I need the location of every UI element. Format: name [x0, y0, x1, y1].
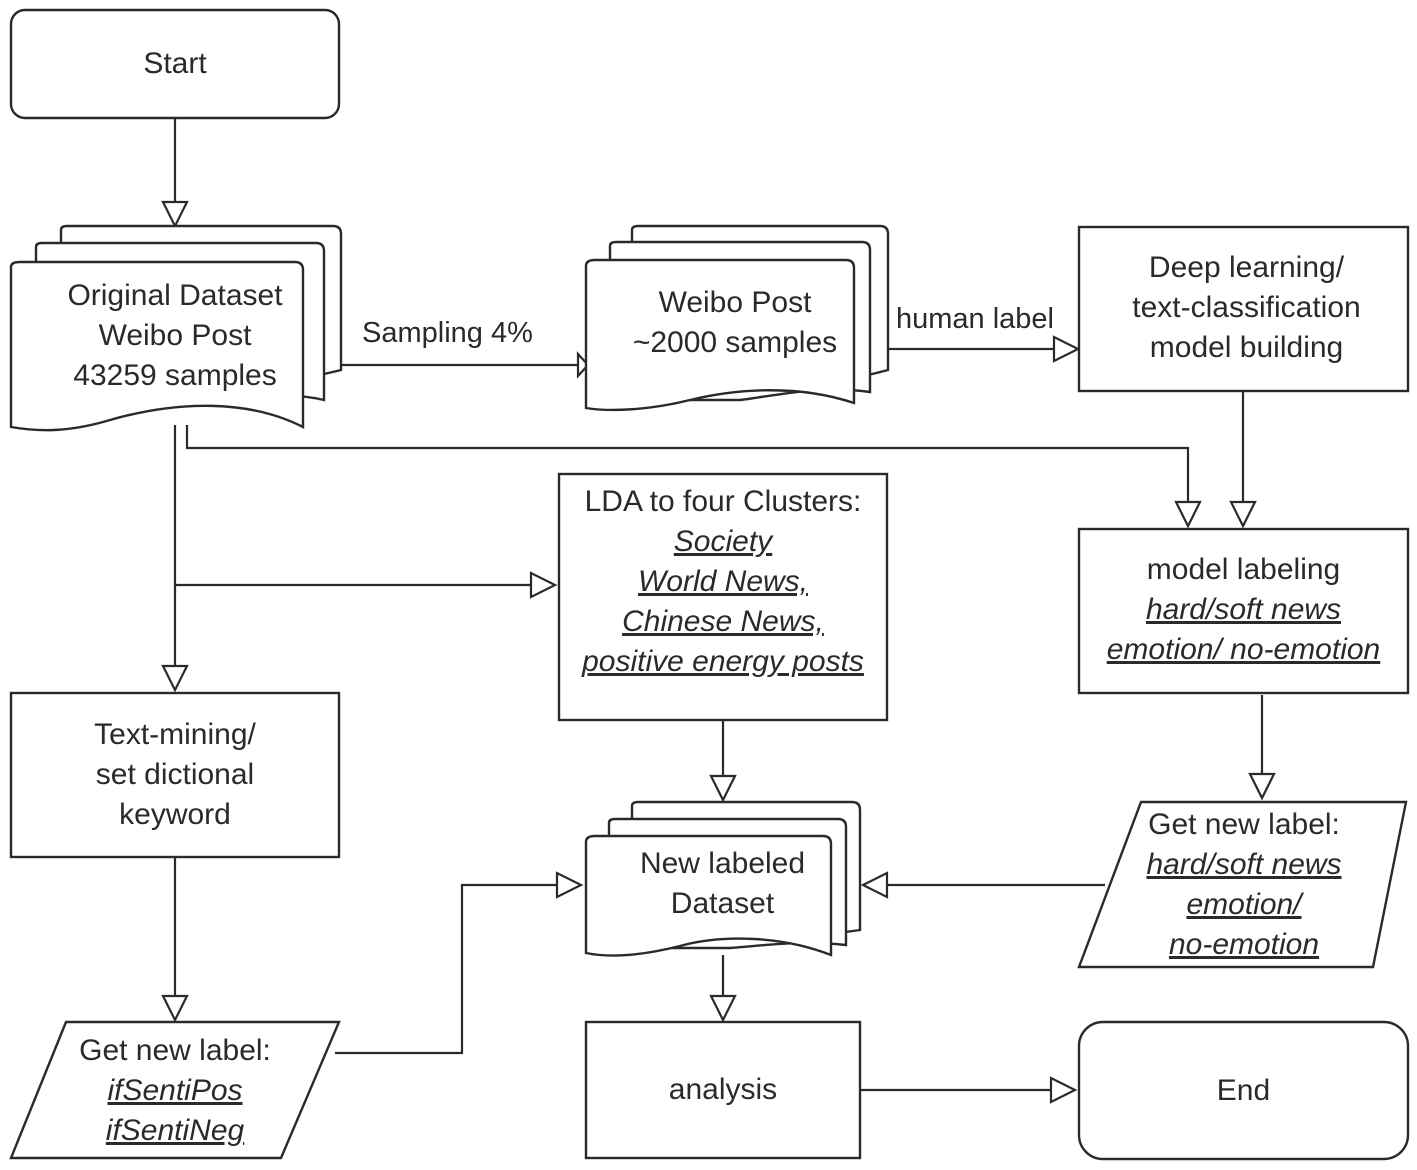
- model-labeling-item: hard/soft news: [1145, 593, 1342, 626]
- original-dataset-label: Original Dataset Weibo Post 43259 sample…: [67, 279, 283, 392]
- lda-cluster: World News,: [637, 565, 809, 598]
- model-labeling-label: model labeling hard/soft news emotion/ n…: [1079, 549, 1408, 671]
- start-node: [9, 8, 341, 120]
- arrowheads: [161, 200, 1276, 1104]
- deep-learning-label: Deep learning/ text-classification model…: [1132, 250, 1361, 364]
- get-label-right-title: Get new label:: [1148, 808, 1340, 841]
- get-label-right-item: no-emotion: [1168, 928, 1320, 961]
- lda-cluster: Society: [673, 525, 773, 558]
- end-label: End: [1216, 1073, 1271, 1107]
- arrowhead: [1174, 500, 1202, 529]
- arrowhead: [709, 774, 737, 803]
- get-label-left-title: Get new label:: [79, 1034, 271, 1067]
- model-labeling-node: [1077, 527, 1410, 695]
- get-label-right-item: hard/soft news: [1146, 848, 1342, 881]
- arrowhead: [161, 664, 189, 693]
- start-label: Start: [143, 47, 207, 80]
- new-dataset-node: [584, 800, 862, 957]
- lda-cluster: Chinese News,: [622, 605, 824, 638]
- weibo-samples-label: Weibo Post ~2000 samples: [632, 286, 838, 359]
- arrowhead: [1049, 1076, 1078, 1104]
- lda-label: LDA to four Clusters: Society World News…: [559, 482, 887, 682]
- edge-get-label-left-to-new-dataset: [335, 883, 558, 1055]
- deep-learning-node: [1077, 225, 1410, 393]
- lda-cluster: positive energy posts: [582, 645, 864, 678]
- get-label-right-label: Get new label: hard/soft news emotion/ n…: [1100, 805, 1388, 965]
- lda-node: [557, 472, 889, 722]
- arrowhead: [161, 200, 189, 229]
- get-label-right-item: emotion/: [1186, 888, 1302, 921]
- connectors: [173, 118, 1264, 1092]
- end-node: [1077, 1020, 1410, 1161]
- arrowhead: [1229, 500, 1257, 529]
- analysis-node: [584, 1020, 862, 1160]
- model-labeling-item: emotion/ no-emotion: [1106, 633, 1381, 666]
- human-label-edge-label: human label: [896, 303, 1054, 335]
- get-label-right-node: [1077, 800, 1408, 969]
- model-labeling-title: model labeling: [1146, 553, 1341, 586]
- arrowhead: [161, 994, 189, 1023]
- arrowhead: [1248, 772, 1276, 801]
- arrowhead: [576, 351, 590, 379]
- text-mining-label: Text-mining/ set dictional keyword: [94, 718, 256, 831]
- edge-dataset-to-model-labeling: [185, 425, 1190, 503]
- arrowhead: [1052, 335, 1081, 363]
- original-dataset-node: [9, 224, 343, 432]
- get-label-left-node: [9, 1020, 341, 1160]
- arrowhead: [709, 994, 737, 1023]
- get-label-left-item: ifSentiPos: [107, 1074, 243, 1107]
- analysis-label: analysis: [668, 1073, 778, 1106]
- weibo-samples-node: [584, 224, 890, 412]
- text-mining-node: [9, 691, 341, 859]
- get-label-left-label: Get new label: ifSentiPos ifSentiNeg: [30, 1030, 320, 1152]
- sampling-edge-label: Sampling 4%: [362, 317, 533, 349]
- arrowhead: [555, 871, 584, 899]
- new-dataset-label: New labeled Dataset: [639, 847, 806, 920]
- lda-title: LDA to four Clusters:: [584, 485, 862, 518]
- get-label-left-item: ifSentiNeg: [105, 1114, 245, 1147]
- arrowhead: [860, 871, 889, 899]
- arrowhead: [529, 571, 558, 599]
